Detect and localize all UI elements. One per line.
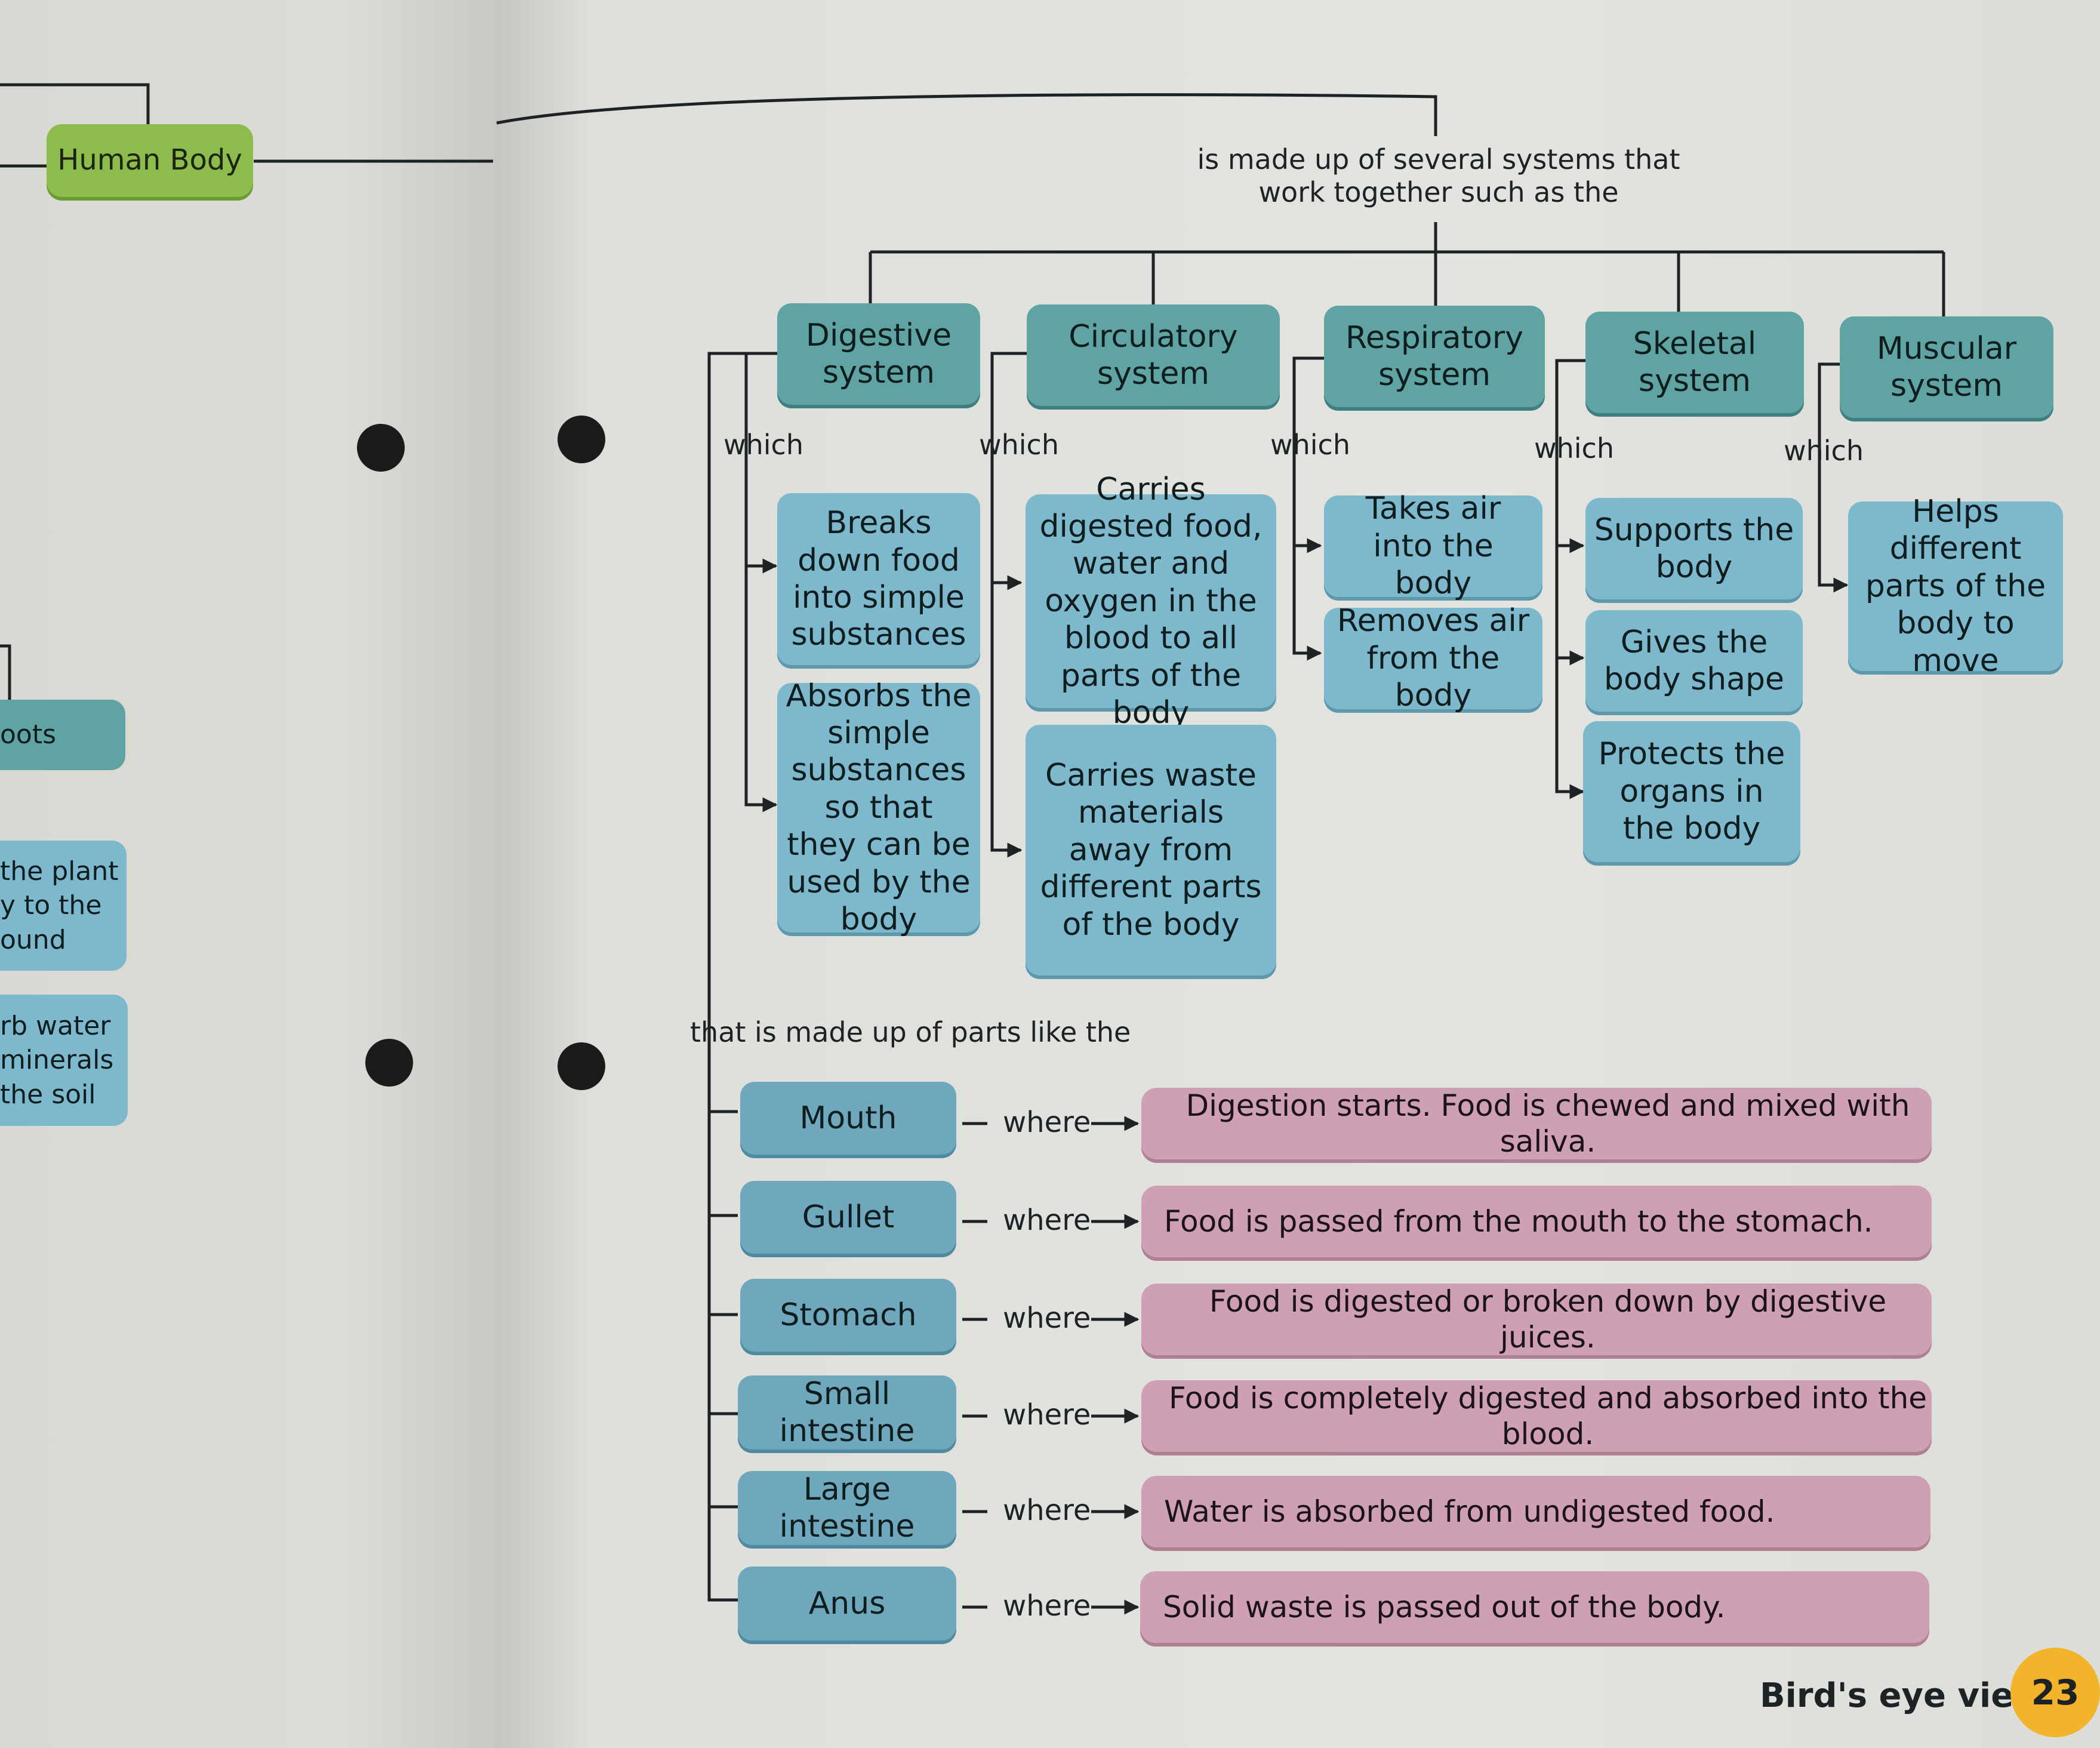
part-mouth: Mouth	[740, 1082, 956, 1155]
which-label: which	[1270, 429, 1351, 461]
page-number: 23	[2031, 1672, 2080, 1713]
human-body-label: Human Body	[57, 143, 242, 177]
which-label: which	[723, 429, 804, 461]
function-box: Carries digested food, water and oxygen …	[1026, 472, 1276, 731]
where-label: where	[1003, 1106, 1091, 1139]
function-box: Removes air from the body	[1324, 603, 1542, 713]
intro-text: is made up of several systems that work …	[1170, 143, 1707, 209]
system-circulatory: Circulatory system	[1027, 304, 1280, 406]
function-text: Takes air into the body	[1365, 491, 1501, 602]
part-description: Food is digested or broken down by diges…	[1209, 1284, 1887, 1355]
page-number-badge: 23	[2010, 1648, 2100, 1737]
description-box: Food is digested or broken down by diges…	[1141, 1284, 1932, 1355]
part-name: Gullet	[802, 1199, 895, 1235]
part-name: Anus	[808, 1585, 886, 1621]
footer-title: Bird's eye view	[1760, 1676, 2044, 1715]
function-box: Breaks down food into simple substances	[777, 493, 980, 665]
system-name: Muscular system	[1876, 330, 2017, 404]
parts-intro: that is made up of parts like the	[690, 1016, 1131, 1048]
description-box: Food is completely digested and absorbed…	[1141, 1380, 1932, 1452]
intro-line: work together such as the	[1258, 176, 1619, 209]
part-name: Stomach	[780, 1297, 917, 1333]
part-name: Mouth	[799, 1100, 897, 1136]
function-text: Removes air from the body	[1337, 603, 1530, 714]
part-large-intestine: Large intestine	[738, 1471, 956, 1545]
function-text: Gives the body shape	[1603, 624, 1785, 697]
function-text: Protects the organs in the body	[1598, 736, 1785, 847]
function-box: Helps different parts of the body to mov…	[1848, 494, 2063, 679]
water-fragment-line: the soil	[0, 1079, 96, 1110]
system-respiratory: Respiratory system	[1324, 306, 1545, 407]
where-label: where	[1003, 1301, 1091, 1335]
part-gullet: Gullet	[740, 1181, 956, 1254]
plant-fragment-line: y to the	[0, 890, 102, 921]
part-description: Digestion starts. Food is chewed and mix…	[1186, 1088, 1910, 1159]
function-text: Helps different parts of the body to mov…	[1865, 494, 2046, 679]
function-text: Absorbs the simple substances so that th…	[786, 678, 972, 937]
description-box: Solid waste is passed out of the body.	[1140, 1571, 1929, 1643]
water-fragment-box: rb water minerals the soil	[0, 995, 128, 1126]
part-stomach: Stomach	[740, 1279, 956, 1352]
system-muscular: Muscular system	[1840, 316, 2053, 418]
punch-hole	[365, 1039, 413, 1087]
system-name: Skeletal system	[1633, 325, 1757, 399]
human-body-box: Human Body	[47, 124, 253, 197]
part-description: Water is absorbed from undigested food.	[1164, 1494, 1775, 1529]
description-box: Water is absorbed from undigested food.	[1141, 1476, 1930, 1547]
punch-hole	[357, 424, 405, 472]
plant-fragment-box: the plant y to the ound	[0, 841, 127, 971]
part-description: Solid waste is passed out of the body.	[1163, 1590, 1726, 1624]
where-label: where	[1003, 1398, 1091, 1432]
system-name: Digestive system	[805, 317, 952, 390]
part-name: Small intestine	[779, 1375, 915, 1449]
description-box: Food is passed from the mouth to the sto…	[1141, 1186, 1932, 1257]
description-box: Digestion starts. Food is chewed and mix…	[1141, 1088, 1932, 1159]
punch-hole	[558, 416, 605, 463]
function-box: Gives the body shape	[1585, 610, 1803, 712]
part-description: Food is completely digested and absorbed…	[1168, 1381, 1927, 1451]
system-name: Respiratory system	[1345, 319, 1523, 393]
system-skeletal: Skeletal system	[1585, 312, 1804, 413]
function-box: Absorbs the simple substances so that th…	[777, 678, 980, 937]
function-box: Carries waste materials away from differ…	[1026, 725, 1276, 975]
part-name: Large intestine	[779, 1471, 915, 1544]
intro-line: is made up of several systems that	[1197, 143, 1680, 176]
system-digestive: Digestive system	[777, 303, 980, 405]
system-name: Circulatory system	[1069, 318, 1238, 392]
plant-fragment-line: the plant	[0, 856, 119, 887]
roots-fragment-box: oots	[0, 700, 125, 770]
function-text: Breaks down food into simple substances	[791, 505, 966, 653]
which-label: which	[1784, 435, 1864, 467]
function-box: Supports the body	[1585, 498, 1803, 599]
plant-fragment-line: ound	[0, 924, 66, 955]
part-small-intestine: Small intestine	[738, 1375, 956, 1450]
punch-hole	[558, 1042, 605, 1090]
function-text: Supports the body	[1594, 512, 1794, 585]
roots-fragment-label: oots	[0, 719, 57, 750]
function-box: Takes air into the body	[1324, 491, 1542, 601]
part-description: Food is passed from the mouth to the sto…	[1164, 1204, 1873, 1239]
part-anus: Anus	[738, 1567, 956, 1641]
function-text: Carries digested food, water and oxygen …	[1039, 471, 1263, 731]
water-fragment-line: minerals	[0, 1045, 114, 1076]
function-text: Carries waste materials away from differ…	[1040, 758, 1262, 943]
where-label: where	[1003, 1204, 1091, 1237]
where-label: where	[1003, 1494, 1091, 1527]
which-label: which	[979, 429, 1060, 461]
where-label: where	[1003, 1589, 1091, 1623]
water-fragment-line: rb water	[0, 1011, 111, 1042]
right-page	[495, 0, 2100, 1748]
which-label: which	[1534, 432, 1615, 464]
function-box: Protects the organs in the body	[1583, 721, 1800, 862]
